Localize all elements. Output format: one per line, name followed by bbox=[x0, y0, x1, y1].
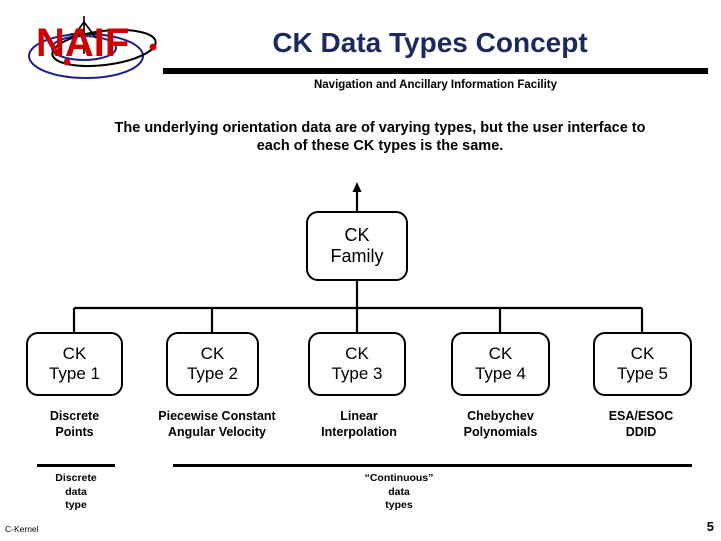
page-title: CK Data Types Concept bbox=[272, 27, 588, 58]
node-ck-type-3[interactable]: CK Type 3 bbox=[308, 332, 406, 396]
description-ck-type-3: Linear Interpolation bbox=[321, 409, 397, 439]
description-ck-type-5: ESA/ESOC DDID bbox=[608, 409, 674, 439]
group-rule-continuous bbox=[173, 464, 692, 467]
title-divider bbox=[163, 68, 708, 74]
naif-logo: NAIF bbox=[28, 16, 157, 79]
family-arrow-head bbox=[352, 182, 362, 192]
group-label-discrete: Discrete data type bbox=[55, 472, 97, 512]
naif-logo-text: NAIF bbox=[36, 21, 129, 65]
node-ck-type-2[interactable]: CK Type 2 bbox=[166, 332, 259, 396]
footer-page-number: 5 bbox=[706, 519, 714, 534]
node-ck-family[interactable]: CK Family bbox=[306, 211, 408, 281]
description-ck-type-1: Discrete Points bbox=[49, 409, 100, 439]
group-label-continuous: “Continuous” data types bbox=[364, 472, 434, 512]
intro-paragraph: The underlying orientation data are of v… bbox=[114, 120, 646, 154]
description-ck-type-2: Piecewise Constant Angular Velocity bbox=[158, 409, 276, 439]
footer-document-label: C-Kernel bbox=[5, 524, 39, 534]
group-rule-discrete bbox=[37, 464, 115, 467]
description-ck-type-4: Chebychev Polynomials bbox=[463, 409, 538, 439]
node-ck-type-4[interactable]: CK Type 4 bbox=[451, 332, 550, 396]
node-ck-type-5[interactable]: CK Type 5 bbox=[593, 332, 692, 396]
node-ck-type-1[interactable]: CK Type 1 bbox=[26, 332, 123, 396]
page-subtitle: Navigation and Ancillary Information Fac… bbox=[313, 79, 558, 91]
